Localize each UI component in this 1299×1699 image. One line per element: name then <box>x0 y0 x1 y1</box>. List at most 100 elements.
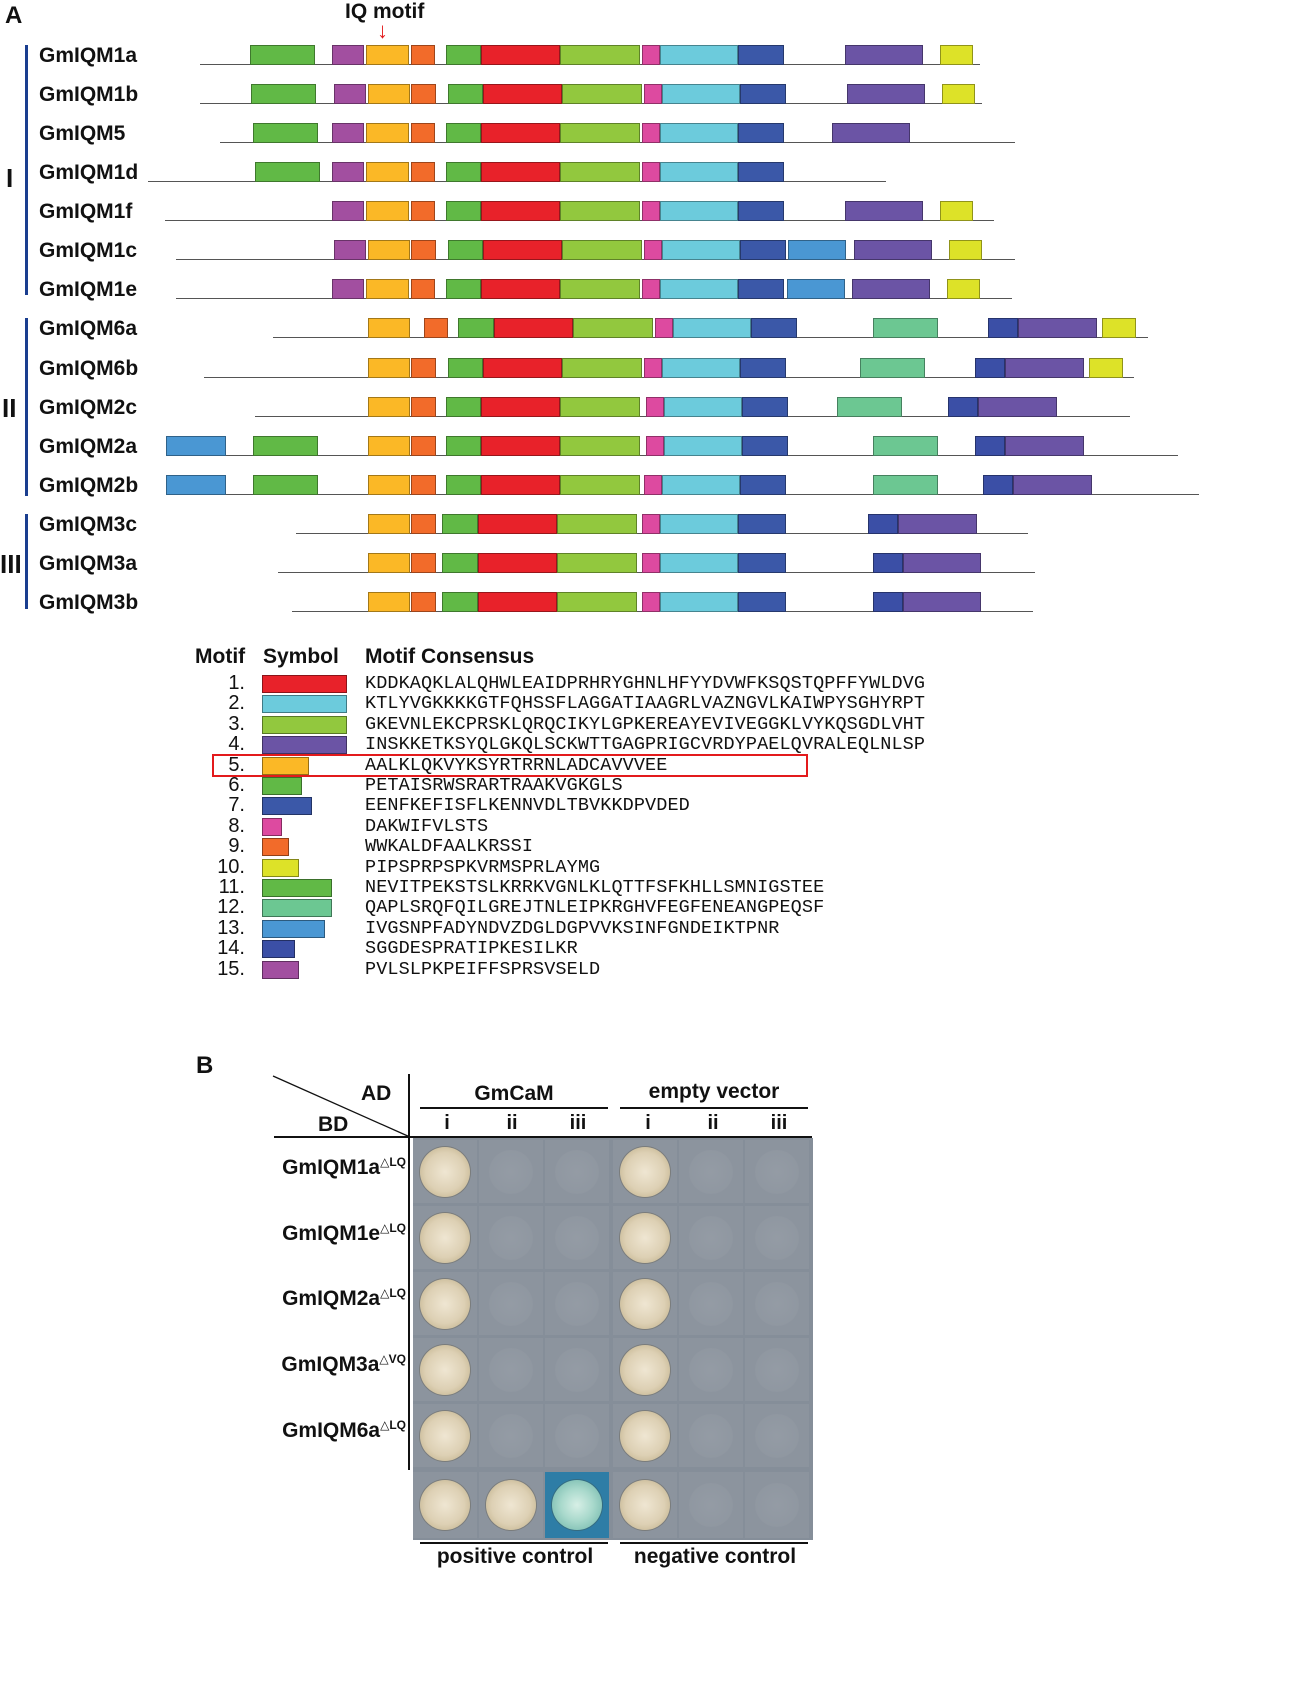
motif-symbol-m5 <box>262 756 309 775</box>
yeast-colony <box>755 1149 799 1194</box>
plate-cell <box>479 1404 543 1467</box>
motif-box-m2 <box>660 279 738 300</box>
motif-number: 8. <box>228 814 245 837</box>
motif-box-m8 <box>644 84 662 105</box>
motif-consensus: DAKWIFVLSTS <box>365 815 489 837</box>
plate-cell <box>545 1272 609 1335</box>
yeast-colony <box>489 1413 533 1458</box>
motif-symbol-m2 <box>262 695 347 714</box>
motif-number: 4. <box>228 733 245 756</box>
motif-symbol-m1 <box>262 675 347 693</box>
motif-box-m7 <box>738 162 784 183</box>
motif-number: 1. <box>228 672 245 694</box>
motif-box-m8 <box>642 123 660 144</box>
motif-box-m9 <box>411 162 435 183</box>
motif-symbol-m11 <box>262 879 332 897</box>
motif-box-m10 <box>1089 357 1123 378</box>
motif-box-m3 <box>557 591 637 612</box>
motif-box-m8 <box>642 279 660 300</box>
motif-box-m10 <box>942 84 975 105</box>
motif-box-m3 <box>560 123 640 144</box>
motif-box-m10 <box>949 240 982 261</box>
motif-box-m8 <box>646 396 664 417</box>
motif-symbol-m13 <box>262 919 325 938</box>
motif-box-m1 <box>494 318 573 339</box>
motif-box-m4 <box>1005 435 1084 456</box>
plate-cell <box>479 1272 543 1335</box>
motif-box-m10 <box>1102 318 1136 339</box>
consensus-header: Motif Consensus <box>365 645 535 668</box>
motif-box-m1 <box>481 201 560 222</box>
motif-box-m6 <box>448 240 483 261</box>
motif-box-m8 <box>644 474 662 495</box>
motif-consensus: INSKKETKSYQLGKQLSCKWTTGAGPRIGCVRDYPAELQV… <box>365 734 926 756</box>
plate-cell <box>413 1472 477 1538</box>
plate-cell <box>613 1272 677 1335</box>
motif-box-m2 <box>660 552 738 573</box>
motif-box-m4 <box>845 201 923 222</box>
plate-cell <box>745 1272 809 1335</box>
yeast-colony <box>620 1344 670 1395</box>
bd-construct-name: GmIQM1e <box>282 1222 381 1245</box>
yeast-colony <box>689 1215 733 1260</box>
panel-a-label: A <box>5 2 23 29</box>
motif-box-m9 <box>411 45 435 65</box>
motif-symbol-m14 <box>262 940 295 959</box>
negative-control-rule <box>620 1542 808 1544</box>
plate-cell <box>413 1272 477 1335</box>
motif-box-m9 <box>411 435 436 456</box>
gene-label: GmIQM1a <box>39 44 138 67</box>
plate-cell <box>745 1472 809 1538</box>
motif-box-m4 <box>852 279 930 300</box>
plate-cell <box>745 1338 809 1401</box>
plate-cell <box>479 1472 543 1538</box>
negative-control-label: negative control <box>633 1545 797 1568</box>
motif-box-m7 <box>738 279 784 300</box>
motif-number: 5. <box>228 753 245 776</box>
motif-symbol-m10 <box>262 858 299 877</box>
motif-box-m6 <box>446 474 481 495</box>
plate-cell <box>679 1404 743 1467</box>
motif-consensus: SGGDESPRATIPKESILKR <box>365 938 578 960</box>
yeast-colony <box>486 1480 536 1530</box>
yeast-colony <box>489 1347 533 1392</box>
yeast-colony <box>420 1146 470 1197</box>
gene-label: GmIQM2a <box>39 434 138 458</box>
motif-box-m12 <box>873 318 938 339</box>
motif-box-m8 <box>642 552 660 573</box>
group-i-bar <box>25 45 28 295</box>
motif-box-m13 <box>166 435 226 456</box>
motif-box-m5 <box>368 240 410 261</box>
dilution-header: i <box>444 1112 450 1134</box>
motif-box-m7 <box>738 513 786 534</box>
yeast-colony <box>620 1278 670 1329</box>
yeast-colony <box>555 1149 599 1194</box>
motif-box-m8 <box>646 435 664 456</box>
motif-box-m6 <box>446 279 481 300</box>
motif-box-m4 <box>854 240 932 261</box>
motif-number: 9. <box>228 835 245 858</box>
motif-box-m14 <box>948 396 978 417</box>
motif-box-m14 <box>983 474 1013 495</box>
yeast-colony <box>755 1215 799 1260</box>
motif-box-m15 <box>334 84 366 105</box>
motif-box-m8 <box>644 240 662 261</box>
gene-label: GmIQM1b <box>39 83 139 107</box>
motif-box-m6 <box>448 84 483 105</box>
motif-consensus: AALKLQKVYKSYRTRRNLADCAVVVEE <box>365 754 668 776</box>
deletion-superscript: △LQ <box>380 1155 406 1169</box>
motif-box-m8 <box>642 591 660 612</box>
motif-box-m4 <box>903 591 981 612</box>
motif-box-m8 <box>644 357 662 378</box>
yeast-colony <box>689 1149 733 1194</box>
dilution-header: iii <box>770 1112 788 1134</box>
motif-consensus: KDDKAQKLALQHWLEAIDPRHRYGHNLHFYYDVWFKSQST… <box>365 673 926 694</box>
plate-cell <box>479 1338 543 1401</box>
plate-cell <box>745 1140 809 1203</box>
positive-control-rule <box>420 1542 608 1544</box>
motif-box-m4 <box>845 45 923 65</box>
motif-box-m2 <box>660 201 738 222</box>
yeast-colony <box>620 1212 670 1263</box>
motif-box-m3 <box>560 396 640 417</box>
motif-box-m2 <box>660 591 738 612</box>
